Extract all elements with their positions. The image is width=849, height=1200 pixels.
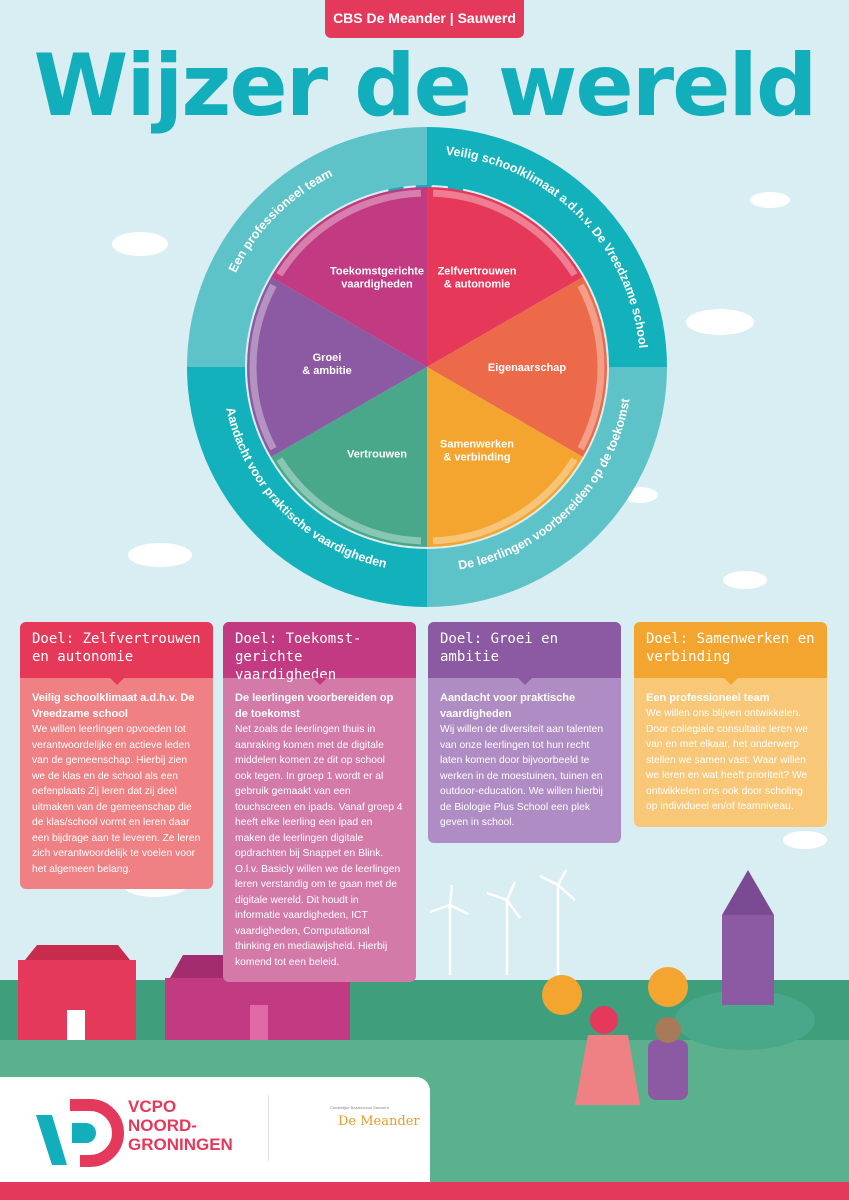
children [542,967,688,1105]
ring-segment [427,127,667,367]
goal-text: Wij willen de diversiteit aan talenten v… [440,724,604,828]
goal-subtitle: Veilig schoolklimaat a.d.h.v. De Vreedza… [32,692,195,720]
school-tag: CBS De Meander | Sauwerd [325,0,524,38]
meander-subtitle: Christelijke Basisschool Sauwerd [330,1105,389,1110]
slice-rim [276,457,422,545]
goal-title: Doel: Toekomst-gerichte vaardigheden [223,622,416,685]
slice-rim [432,189,578,277]
meander-logo-text: De Meander [338,1114,420,1129]
ring-segment [427,367,667,607]
slice-label: Samenwerken& verbinding [440,439,514,464]
wheel-slice [427,367,583,547]
slice-rim [432,457,578,545]
wheel-slice [271,367,427,547]
slice-rim [249,283,277,451]
goal-title: Doel: Groei en ambitie [428,622,621,685]
windmills [429,869,576,975]
goal-title: Doel: Zelfvertrouwen en autonomie [20,622,213,685]
divider [268,1095,269,1161]
wheel-slice [427,277,607,457]
slice-label: Groei& ambitie [302,352,352,377]
ring-segment [187,127,427,367]
ring-segment [187,367,427,607]
slice-label: Zelfvertrouwen& autonomie [438,265,517,290]
slice-label: Vertrouwen [347,449,407,461]
church [722,870,774,1005]
goal-card: Doel: Toekomst-gerichte vaardigheden De l… [223,622,416,982]
goal-text: We willen leerlingen opvoeden tot verant… [32,724,201,875]
slice-rim [276,189,422,277]
footer-logos [0,1077,430,1182]
goal-subtitle: Aandacht voor praktische vaardigheden [440,692,576,720]
goal-text: Net zoals de leerlingen thuis in aanraki… [235,724,403,968]
bottom-bar [0,1182,849,1200]
goal-text: We willen ons blijven ontwikkelen. Door … [646,708,808,812]
wheel-slice [427,187,583,367]
slice-label: Eigenaarschap [488,362,567,374]
wheel-slice [271,187,427,367]
wheel-slice [247,277,427,457]
goal-subtitle: De leerlingen voorbereiden op de toekoms… [235,692,394,720]
vcpo-logo-icon [36,1099,124,1167]
goal-subtitle: Een professioneel team [646,692,770,704]
goal-title: Doel: Samenwerken en verbinding [634,622,827,685]
slice-rim [577,283,605,451]
house-left [18,945,136,1040]
